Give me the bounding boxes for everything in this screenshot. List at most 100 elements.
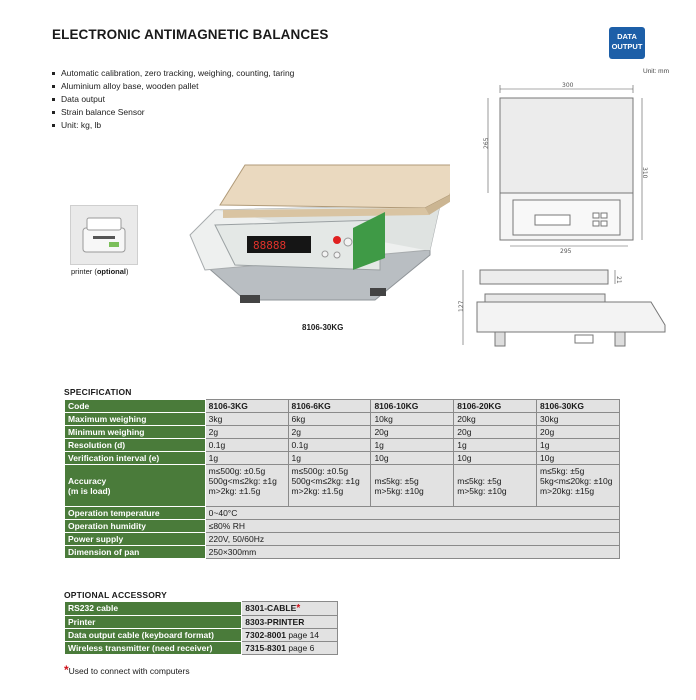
spec-code-cell: 8106-3KG bbox=[204, 399, 289, 413]
spec-common-row: Dimension of pan 250×300mm bbox=[64, 545, 621, 559]
accuracy-line: 500g<m≤2kg: ±1g bbox=[208, 476, 277, 486]
scale-image: 88888 bbox=[189, 164, 450, 303]
spec-common-cell: 250×300mm bbox=[204, 545, 621, 559]
spec-label: Operation humidity bbox=[64, 519, 206, 533]
spec-cell: 1g bbox=[287, 451, 372, 465]
spec-cell: 1g bbox=[204, 451, 289, 465]
printer-caption-optional: optional bbox=[96, 267, 127, 276]
spec-cell: 2g bbox=[204, 425, 289, 439]
spec-cell: 1g bbox=[370, 438, 455, 452]
footnote-star: * bbox=[64, 663, 69, 677]
page-title: ELECTRONIC ANTIMAGNETIC BALANCES bbox=[52, 27, 329, 42]
printer-caption-suffix: ) bbox=[126, 267, 129, 276]
accuracy-cell: m≤500g: ±0.5g 500g<m≤2kg: ±1g m>2kg: ±1.… bbox=[287, 464, 372, 507]
accessory-label: Wireless transmitter (need receiver) bbox=[63, 641, 243, 655]
accuracy-line: m≤500g: ±0.5g bbox=[208, 466, 266, 476]
accuracy-line: m≤5kg: ±5g bbox=[457, 475, 502, 486]
spec-label: Maximum weighing bbox=[64, 412, 206, 426]
feature-item: Strain balance Sensor bbox=[52, 106, 294, 119]
scale-model-label: 8106-30KG bbox=[302, 323, 344, 332]
spec-cell: 20g bbox=[453, 425, 538, 439]
spec-cell: 1g bbox=[536, 438, 620, 452]
accessory-code-text: 7315-8301 bbox=[245, 643, 286, 653]
dim-pan-thickness: 21 bbox=[615, 276, 622, 284]
spec-label: Resolution (d) bbox=[64, 438, 206, 452]
spec-label: Operation temperature bbox=[64, 506, 206, 520]
printer-caption-prefix: printer ( bbox=[71, 267, 97, 276]
spec-row: Resolution (d) 0.1g 0.1g 1g 1g 1g bbox=[64, 438, 620, 452]
accessory-page-ref: page 14 bbox=[288, 630, 320, 640]
accessory-row: Wireless transmitter (need receiver) 731… bbox=[63, 641, 338, 655]
spec-cell: 10g bbox=[536, 451, 620, 465]
accuracy-label-line: Accuracy bbox=[68, 475, 107, 486]
spec-table: Code 8106-3KG 8106-6KG 8106-10KG 8106-20… bbox=[64, 399, 621, 559]
spec-cell: 0.1g bbox=[204, 438, 289, 452]
spec-code-cell: 8106-30KG bbox=[536, 399, 620, 413]
accuracy-line: m>2kg: ±1.5g bbox=[291, 486, 344, 496]
accuracy-cell: m≤5kg: ±5g m>5kg: ±10g bbox=[453, 464, 538, 507]
printer-caption: printer (optional) bbox=[71, 267, 129, 276]
spec-code-cell: 8106-10KG bbox=[370, 399, 455, 413]
spec-cell: 20g bbox=[536, 425, 620, 439]
top-view-drawing: 300 265 310 295 bbox=[483, 82, 648, 255]
accessory-code-text: 7302-8001 bbox=[245, 630, 286, 640]
footnote-text: Used to connect with computers bbox=[68, 666, 190, 676]
spec-label: Minimum weighing bbox=[64, 425, 206, 439]
spec-common-cell: ≤80% RH bbox=[204, 519, 621, 533]
spec-cell: 20g bbox=[370, 425, 455, 439]
accuracy-line: m≤500g: ±0.5g bbox=[291, 466, 349, 476]
spec-cell: 30kg bbox=[536, 412, 620, 426]
dim-side-height: 127 bbox=[458, 300, 465, 312]
accuracy-line: m>20kg: ±15g bbox=[540, 486, 595, 496]
feature-list: Automatic calibration, zero tracking, we… bbox=[52, 67, 294, 132]
feature-item: Automatic calibration, zero tracking, we… bbox=[52, 67, 294, 80]
accessory-row: Printer 8303-PRINTER bbox=[63, 615, 338, 629]
printer-icon bbox=[82, 217, 126, 253]
spec-label: Verification interval (e) bbox=[64, 451, 206, 465]
spec-cell: 0.1g bbox=[287, 438, 372, 452]
spec-row: Minimum weighing 2g 2g 20g 20g 20g bbox=[64, 425, 620, 439]
accuracy-line: m>5kg: ±10g bbox=[374, 485, 424, 496]
accessory-code: 8301-CABLE* bbox=[241, 601, 338, 616]
spec-cell: 10kg bbox=[370, 412, 455, 426]
spec-cell: 10g bbox=[453, 451, 538, 465]
unit-note: Unit: mm bbox=[643, 68, 669, 75]
dim-top-width: 300 bbox=[562, 82, 574, 89]
accessory-heading: OPTIONAL ACCESSORY bbox=[64, 590, 167, 600]
spec-row: Maximum weighing 3kg 6kg 10kg 20kg 30kg bbox=[64, 412, 620, 426]
accuracy-line: m>2kg: ±1.5g bbox=[208, 486, 261, 496]
dim-top-height: 310 bbox=[641, 167, 648, 179]
spec-cell: 6kg bbox=[287, 412, 372, 426]
spec-header-row: Code 8106-3KG 8106-6KG 8106-10KG 8106-20… bbox=[64, 399, 620, 413]
accuracy-line: m>5kg: ±10g bbox=[457, 485, 507, 496]
accessory-row: RS232 cable 8301-CABLE* bbox=[63, 601, 338, 616]
spec-label: Power supply bbox=[64, 532, 206, 546]
accuracy-line: 500g<m≤2kg: ±1g bbox=[291, 476, 360, 486]
accessory-code-text: 8301-CABLE bbox=[245, 603, 297, 613]
accessory-code: 7302-8001 page 14 bbox=[241, 628, 338, 642]
spec-row: Verification interval (e) 1g 1g 10g 10g … bbox=[64, 451, 620, 465]
spec-code-cell: 8106-6KG bbox=[287, 399, 372, 413]
feature-item: Data output bbox=[52, 93, 294, 106]
spec-row-accuracy: Accuracy (m is load) m≤500g: ±0.5g 500g<… bbox=[64, 464, 620, 507]
spec-cell: 1g bbox=[453, 438, 538, 452]
spec-cell: 3kg bbox=[204, 412, 289, 426]
svg-text:88888: 88888 bbox=[253, 239, 286, 252]
spec-cell: 20kg bbox=[453, 412, 538, 426]
badge-line-2: OUTPUT bbox=[611, 42, 643, 51]
accessory-code-text: 8303-PRINTER bbox=[245, 617, 305, 627]
accuracy-label-line: (m is load) bbox=[68, 485, 111, 496]
feature-item: Unit: kg, lb bbox=[52, 119, 294, 132]
spec-label: Dimension of pan bbox=[64, 545, 206, 559]
spec-label-accuracy: Accuracy (m is load) bbox=[64, 464, 206, 507]
feature-item: Aluminium alloy base, wooden pallet bbox=[52, 80, 294, 93]
accessory-label: RS232 cable bbox=[63, 601, 243, 616]
spec-code-cell: 8106-20KG bbox=[453, 399, 538, 413]
accuracy-cell: m≤500g: ±0.5g 500g<m≤2kg: ±1g m>2kg: ±1.… bbox=[204, 464, 289, 507]
accuracy-line: m≤5kg: ±5g bbox=[540, 466, 585, 476]
spec-cell: 10g bbox=[370, 451, 455, 465]
dim-base-width: 295 bbox=[560, 248, 572, 255]
accuracy-cell: m≤5kg: ±5g m>5kg: ±10g bbox=[370, 464, 455, 507]
spec-heading: SPECIFICATION bbox=[64, 387, 132, 397]
footnote: *Used to connect with computers bbox=[64, 663, 190, 677]
